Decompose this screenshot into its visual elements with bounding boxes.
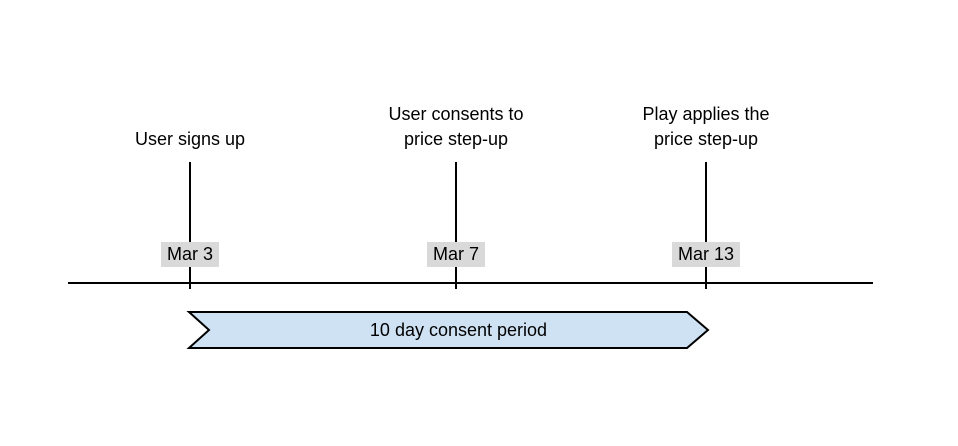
event-label: Play applies the price step-up [642,104,770,149]
event-label: User consents to price step-up [388,104,524,149]
event-label: User signs up [134,129,246,149]
event-play-applies: Play applies the price step-up Mar 13 [596,100,816,290]
event-tick-line [705,162,707,289]
consent-period-arrow-shape [186,311,710,349]
event-date-badge: Mar 13 [671,242,741,267]
event-tick-line [455,162,457,289]
event-user-consents: User consents to price step-up Mar 7 [346,100,566,290]
consent-period-label: 10 day consent period [369,319,548,340]
event-date-badge: Mar 7 [426,242,486,267]
event-date-badge: Mar 3 [160,242,220,267]
consent-period-arrow [186,311,710,349]
timeline-axis-line [68,282,873,284]
event-tick-line [189,162,191,289]
event-user-signs-up: User signs up Mar 3 [80,100,300,290]
